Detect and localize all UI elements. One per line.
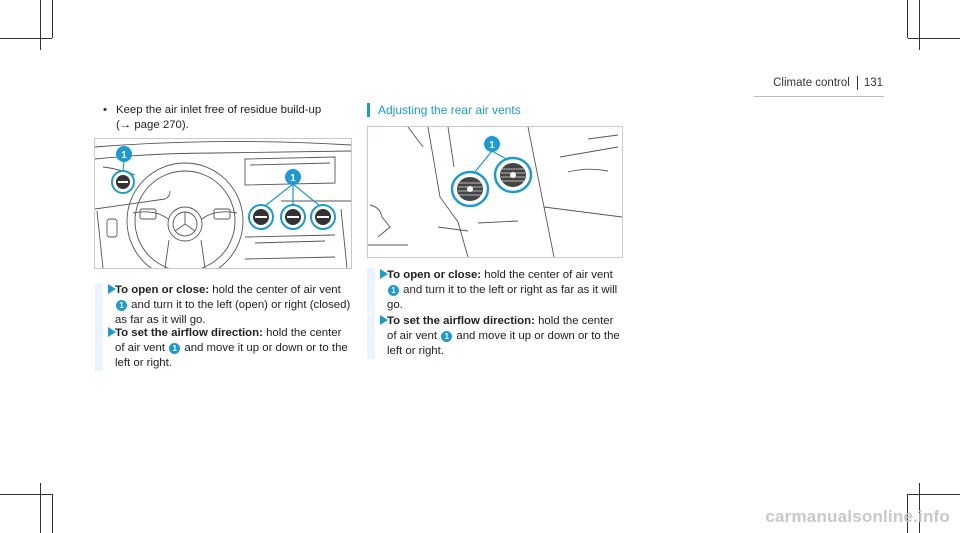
callout-marker: 1 <box>116 146 132 162</box>
step-text: and move it up or down or to the left or… <box>387 330 620 357</box>
heading-text: Adjusting the rear air vents <box>378 103 521 117</box>
step-shade <box>95 326 103 371</box>
step-text: hold the center of air vent <box>484 269 613 281</box>
crop-mark <box>52 0 53 38</box>
heading-bar <box>367 103 370 117</box>
rear-vent-left[interactable] <box>450 170 490 208</box>
callout-marker: 1 <box>285 169 301 185</box>
crop-mark <box>52 494 53 533</box>
callout-label: 1 <box>121 150 127 161</box>
step-title: To open or close: <box>387 269 482 281</box>
step-arrow-icon <box>380 315 388 325</box>
header-rule <box>754 96 884 97</box>
step-arrow-icon <box>380 269 388 279</box>
step-text: hold the center of air vent <box>387 315 614 342</box>
rear-vents-figure: 1 <box>367 126 623 258</box>
vent-dash-left[interactable] <box>111 170 135 194</box>
callout-marker: 1 <box>484 136 500 152</box>
vent-dash-center-3[interactable] <box>310 204 336 230</box>
step-shade <box>367 268 375 313</box>
crop-mark <box>0 38 52 39</box>
bullet-text: Keep the air inlet free of residue build… <box>116 104 322 116</box>
crop-mark <box>908 494 960 495</box>
crop-mark <box>907 0 908 38</box>
crop-mark <box>40 0 41 50</box>
page-reference[interactable]: (→ page 270). <box>116 119 189 131</box>
step-airflow: To set the airflow direction: hold the c… <box>95 326 353 371</box>
callout-marker: 1 <box>388 285 399 296</box>
page-number: 131 <box>863 77 883 89</box>
callout-marker: 1 <box>116 300 127 311</box>
dashboard-vents-figure: 1 1 <box>94 138 352 269</box>
step-open-close: To open or close: hold the center of air… <box>95 283 353 328</box>
section-heading: Adjusting the rear air vents <box>367 103 521 117</box>
header-separator <box>856 76 858 90</box>
vent-dash-center-2[interactable] <box>280 204 306 230</box>
step-title: To open or close: <box>115 284 210 296</box>
step-arrow-icon <box>108 284 116 294</box>
step-text: hold the center of air vent <box>212 284 341 296</box>
callout-label: 1 <box>489 140 495 151</box>
crop-mark <box>919 0 920 50</box>
page-header: Climate control 131 <box>773 76 883 90</box>
step-rear-airflow: To set the airflow direction: hold the c… <box>367 314 625 359</box>
crop-mark <box>908 38 960 39</box>
step-shade <box>95 283 103 328</box>
bullet-marker: • <box>103 104 107 116</box>
step-text: and move it up or down or to the left or… <box>115 342 348 369</box>
step-text: and turn it to the left or right as far … <box>387 284 618 311</box>
crop-mark <box>40 483 41 533</box>
rear-vent-right[interactable] <box>493 156 533 194</box>
callout-marker: 1 <box>169 343 181 354</box>
step-rear-open-close: To open or close: hold the center of air… <box>367 268 625 313</box>
callout-label: 1 <box>290 173 296 184</box>
vent-dash-center-1[interactable] <box>248 204 274 230</box>
callout-marker: 1 <box>441 331 453 342</box>
crop-mark <box>919 483 920 533</box>
crop-mark <box>907 494 908 533</box>
step-text: hold the center of air vent <box>115 327 342 354</box>
step-title: To set the airflow direction: <box>387 315 535 327</box>
section-name: Climate control <box>773 77 850 89</box>
watermark: carmanualsonline.info <box>765 507 950 526</box>
step-title: To set the airflow direction: <box>115 327 263 339</box>
rear-vents-illustration: 1 <box>368 127 622 257</box>
dashboard-illustration: 1 1 <box>95 141 351 268</box>
step-shade <box>367 314 375 359</box>
step-arrow-icon <box>108 327 116 337</box>
bullet-item: • Keep the air inlet free of residue bui… <box>103 103 343 133</box>
crop-mark <box>0 494 52 495</box>
step-text: and turn it to the left (open) or right … <box>115 299 351 326</box>
